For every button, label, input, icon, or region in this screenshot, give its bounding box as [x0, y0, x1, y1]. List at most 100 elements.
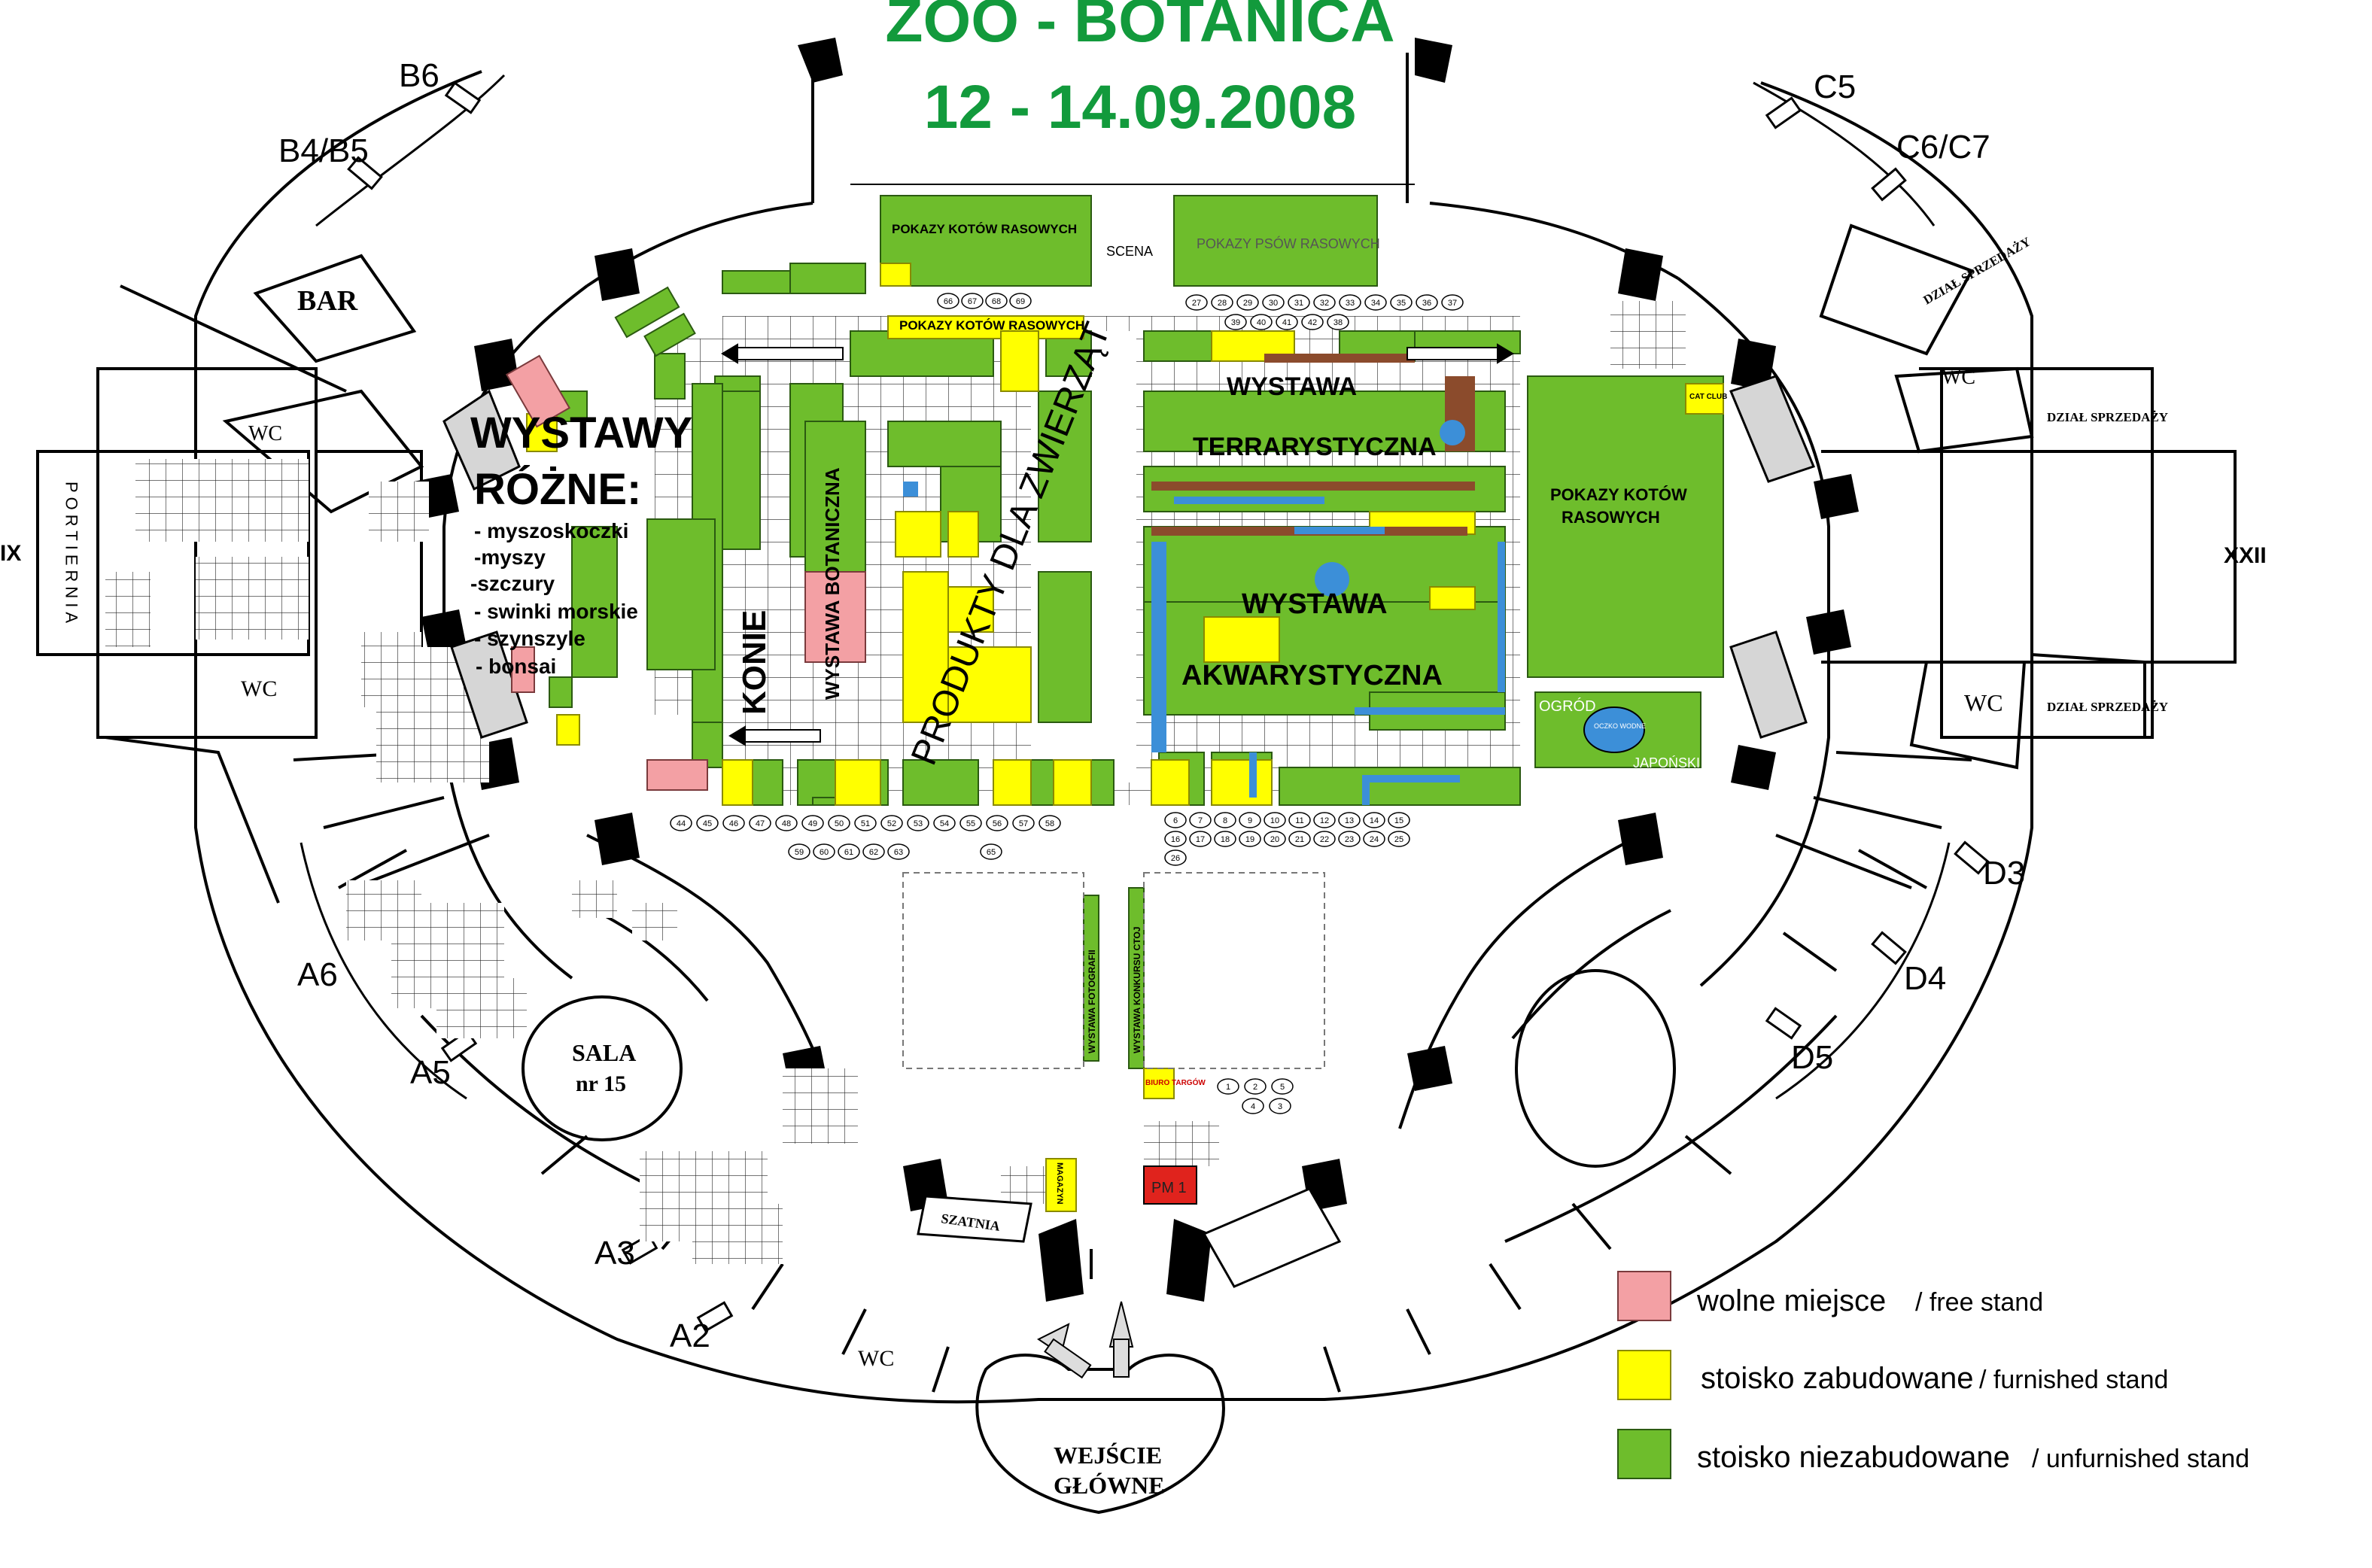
stand-number: 17: [1196, 835, 1205, 844]
stand-number: 4: [1251, 1102, 1255, 1111]
stand-number: 29: [1243, 299, 1252, 308]
stand-number: 56: [993, 819, 1002, 828]
contest-label: WYSTAWA KONKURSU CTOJ: [1132, 927, 1142, 1053]
stand-number-circle: [937, 293, 959, 309]
stand-number-circle: [1214, 812, 1236, 828]
stand-number-circle: [1276, 314, 1298, 330]
dogs-label: POKAZY PSÓW RASOWYCH: [1197, 236, 1380, 251]
stand-number-circle: [1288, 831, 1311, 847]
stand-number-circle: [933, 815, 956, 831]
furnished-stands: [526, 263, 1724, 1212]
stand-number-circle: [1264, 831, 1286, 847]
legend-free-pl: wolne miejsce: [1696, 1284, 1886, 1317]
various-item-5: - szynszyle: [474, 627, 585, 650]
stand-number: 13: [1345, 816, 1354, 825]
stand-number: 7: [1198, 816, 1203, 825]
magazyn-label: MAGAZYN: [1055, 1162, 1064, 1205]
stand-number: 68: [992, 297, 1001, 306]
stand-number-circle: [961, 293, 984, 309]
terrarium-strips: [1151, 354, 1475, 536]
stand-number-circle: [1164, 849, 1187, 866]
various-item-6: - bonsai: [476, 655, 556, 678]
stand-number-circle: [1388, 812, 1410, 828]
stand-number: 23: [1345, 835, 1354, 844]
stand-number: 51: [861, 819, 870, 828]
stand-number: 40: [1257, 318, 1266, 327]
stand-number: 50: [835, 819, 844, 828]
stand-number: 46: [729, 819, 738, 828]
stand-number-circle: [670, 815, 692, 831]
stand-number-circle: [1301, 314, 1324, 330]
entrance-label-1: WEJŚCIE: [1054, 1442, 1162, 1469]
stand-number-circle: [828, 815, 850, 831]
stand-number-circle: [1189, 812, 1212, 828]
stand-number-circle: [1189, 831, 1212, 847]
stand-number-circle: [1388, 831, 1410, 847]
stand-number: 34: [1371, 299, 1380, 308]
stand-number: 9: [1248, 816, 1252, 825]
stand-number: 55: [966, 819, 975, 828]
stand-number: 38: [1333, 318, 1343, 327]
stand-number: 20: [1270, 835, 1279, 844]
portiernia-label: PORTIERNIA: [62, 482, 81, 628]
stand-number-circle: [1288, 294, 1310, 311]
stand-number-circle: [1327, 314, 1349, 330]
stand-number: 69: [1016, 297, 1025, 306]
stand-number: 8: [1223, 816, 1227, 825]
stand-number-circle: [1012, 815, 1035, 831]
stand-number: 49: [808, 819, 817, 828]
gate-d3: D3: [1983, 855, 2025, 892]
stand-number-circle: [1313, 831, 1336, 847]
stand-number-circle: [1211, 294, 1233, 311]
dzial-sprzedazy-1: DZIAŁ SPRZEDAŻY: [1921, 234, 2033, 307]
gate-a5: A5: [410, 1054, 451, 1091]
gate-d4: D4: [1904, 960, 1946, 997]
stand-number: 61: [844, 848, 853, 857]
various-item-1: - myszoskoczki: [474, 519, 628, 542]
legend-swatch-furnished: [1617, 1350, 1671, 1400]
aqua-label-1: WYSTAWA: [1242, 588, 1388, 620]
stand-number-circle: [801, 815, 824, 831]
stand-number-circle: [887, 843, 910, 860]
hall-arrows: [721, 343, 1514, 1379]
stand-number-circle: [986, 815, 1008, 831]
pillars: [414, 38, 1859, 1302]
stand-number: 12: [1320, 816, 1329, 825]
stand-number-circle: [1416, 294, 1438, 311]
stand-number-circle: [1236, 294, 1259, 311]
stand-number: 41: [1282, 318, 1291, 327]
stand-number-circle: [980, 843, 1002, 860]
cats-top-label: POKAZY KOTÓW RASOWYCH: [892, 222, 1077, 236]
stand-number: 67: [968, 297, 977, 306]
legend-furnished-pl: stoisko zabudowane: [1701, 1362, 1973, 1395]
stand-number-circle: [1288, 812, 1311, 828]
event-dates: 12 - 14.09.2008: [924, 73, 1356, 141]
stand-number: 2: [1253, 1083, 1257, 1092]
gate-a6: A6: [297, 956, 338, 993]
wc-label-4: WC: [1942, 366, 1975, 389]
pm1-label: PM 1: [1151, 1180, 1187, 1196]
stand-number-circle: [1313, 812, 1336, 828]
stand-number: 45: [703, 819, 712, 828]
stand-number-circle: [696, 815, 719, 831]
stand-number: 24: [1370, 835, 1379, 844]
garden-label-2: JAPOŃSKI: [1633, 755, 1700, 770]
terra-label-2: TERRARYSTYCZNA: [1193, 433, 1437, 461]
stand-number: 16: [1171, 835, 1180, 844]
stand-number-circle: [1250, 314, 1273, 330]
stand-number-circle: [813, 843, 835, 860]
various-item-4: - swinki morskie: [474, 600, 638, 623]
stand-number: 36: [1422, 299, 1431, 308]
stand-number: 65: [987, 848, 996, 857]
stand-number: 59: [795, 848, 804, 857]
stand-number-circle: [1363, 812, 1385, 828]
stand-number-circle: [722, 815, 745, 831]
legend-swatch-unfurnished: [1617, 1429, 1671, 1479]
stand-number-circle: [788, 843, 810, 860]
stand-number-circle: [749, 815, 771, 831]
stand-number: 57: [1019, 819, 1028, 828]
page-title: ZOO - BOTANICA: [885, 0, 1394, 55]
legend-furnished-en: / furnished stand: [1979, 1366, 2168, 1394]
